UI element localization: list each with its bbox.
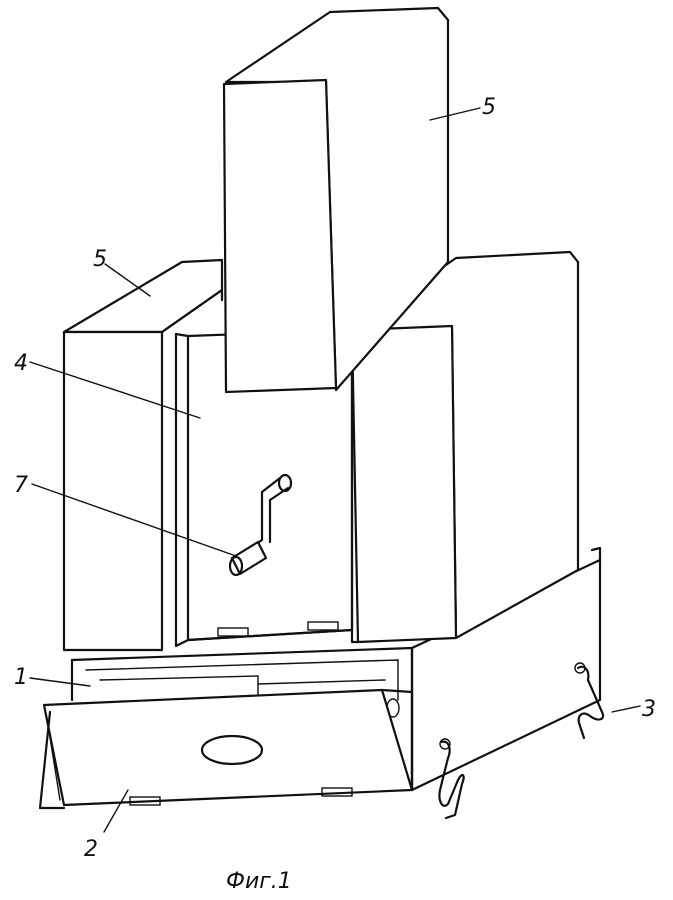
figure-caption: Фиг.1 bbox=[226, 869, 292, 894]
block-right bbox=[350, 250, 580, 644]
label-box: 1 bbox=[14, 665, 28, 690]
label-handle: 7 bbox=[14, 473, 28, 498]
label-leg: 3 bbox=[642, 697, 656, 722]
label-block-top: 5 bbox=[482, 95, 496, 120]
block-top bbox=[222, 6, 450, 394]
block-left bbox=[62, 258, 224, 652]
label-block-left: 5 bbox=[93, 247, 107, 272]
leader-lines bbox=[29, 107, 641, 833]
lid bbox=[38, 688, 414, 810]
legs bbox=[438, 662, 605, 820]
label-lid: 2 bbox=[84, 837, 98, 862]
label-back: 4 bbox=[14, 351, 28, 376]
crank-handle bbox=[228, 473, 293, 577]
